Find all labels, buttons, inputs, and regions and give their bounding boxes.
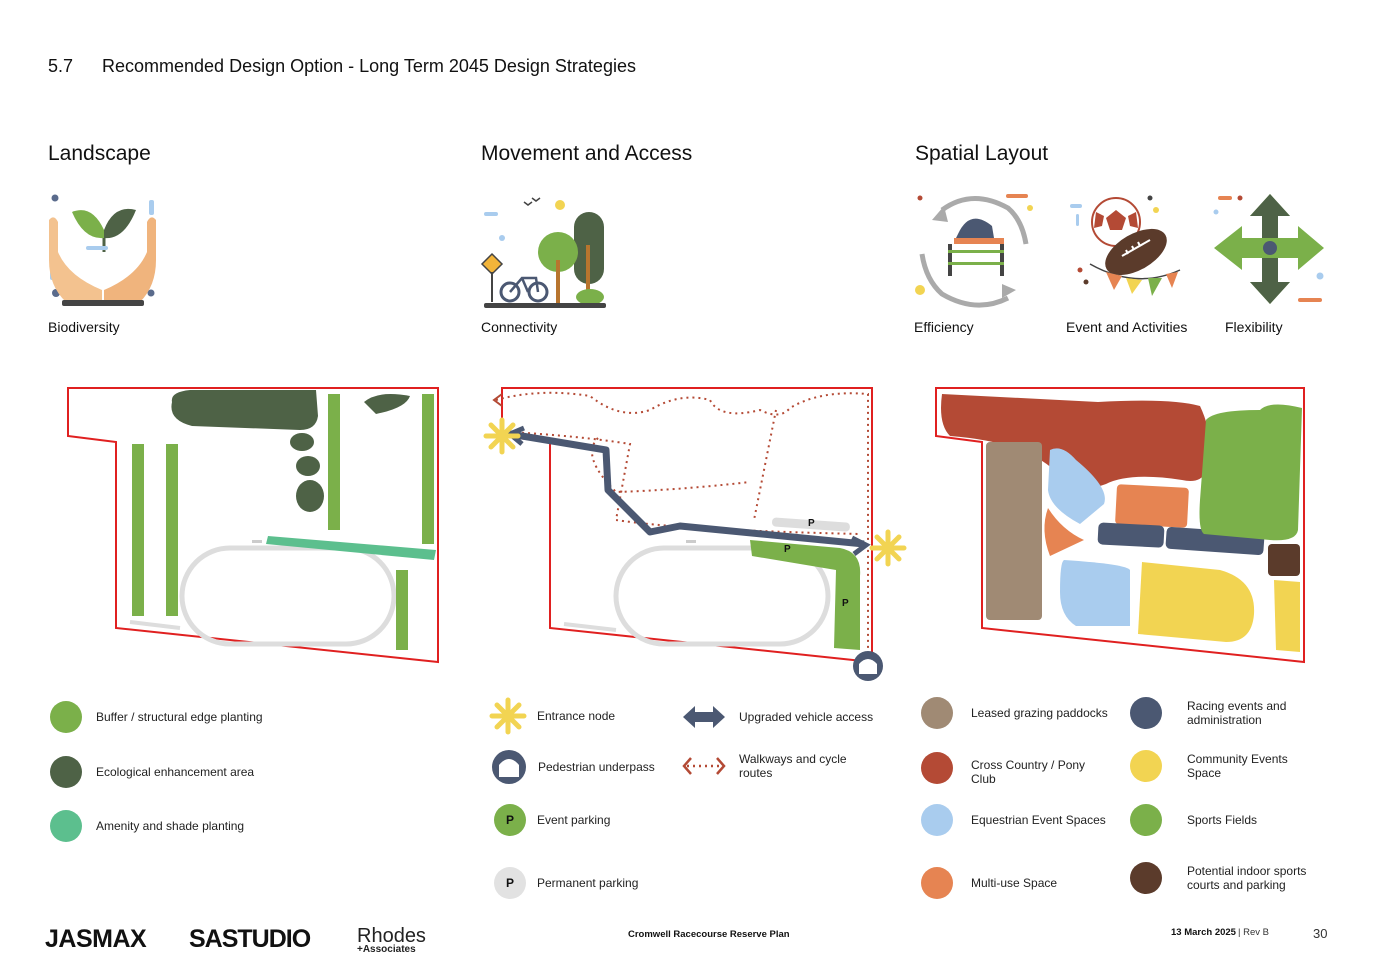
legend-grazing: Leased grazing paddocks [921,697,1108,729]
spatial-map [935,387,1305,664]
four-arrows-icon [1213,194,1324,304]
planting-strip [132,444,144,616]
footer-date: 13 March 2025 [1171,927,1236,938]
bicycle-trees-icon [480,197,606,308]
walkway-routes [495,391,869,670]
spatial-title: Spatial Layout [915,142,1049,165]
movement-map: P P P [483,387,907,681]
planting-strip [166,444,178,616]
hands-leaves-icon [49,194,156,306]
legend-entrance-node: Entrance node [489,697,615,735]
parking-label: P [842,598,849,609]
zone-community-events [1274,580,1300,652]
legend-equestrian: Equestrian Event Spaces [921,804,1106,836]
double-arrow-icon [683,706,725,728]
zone-cross-country [941,394,1210,488]
ecological-area [364,394,410,414]
planting-strip [328,394,340,530]
legend-walkways: Walkways and cycle routes [681,752,859,780]
parking-label: P [808,518,815,529]
zone-equestrian [1060,560,1130,626]
entrance-node-icon [489,697,527,735]
legend-ecological-area: Ecological enhancement area [50,756,254,788]
legend-swatch [1130,862,1162,894]
planting-strip [422,394,434,544]
zone-indoor-courts [1268,544,1300,576]
icon-label-efficiency: Efficiency [914,319,974,335]
entrance-node-marker [483,417,521,455]
legend-multi-use: Multi-use Space [921,867,1057,899]
legend-indoor-courts: Potential indoor sports courts and parki… [1130,862,1327,894]
permanent-parking-area [772,517,850,532]
rev-separator: | [1238,927,1244,938]
legend-swatch [50,701,82,733]
parking-label: P [784,544,791,555]
legend-swatch [50,756,82,788]
icon-label-event-activities: Event and Activities [1066,319,1188,335]
icon-label-flexibility: Flexibility [1225,319,1283,335]
legend-swatch [50,810,82,842]
event-parking-area [750,540,861,650]
zone-multi-use [1115,484,1189,528]
legend-swatch [921,867,953,899]
zone-community-events [1138,562,1255,642]
icon-label-connectivity: Connectivity [481,319,558,335]
landscape-title: Landscape [48,142,151,165]
icon-label-biodiversity: Biodiversity [48,319,120,335]
legend-swatch [921,697,953,729]
rhodes-logo: Rhodes [357,925,426,947]
legend-buffer-planting: Buffer / structural edge planting [50,701,263,733]
page-number: 30 [1313,926,1328,941]
racetrack-oval [179,545,397,647]
dotted-double-arrow-icon [682,757,726,775]
zone-equestrian [1048,448,1105,524]
legend-permanent-parking: P Permanent parking [494,867,638,899]
legend-community-events: Community Events Space [1130,750,1307,782]
legend-swatch [921,804,953,836]
ecological-area [171,390,318,430]
underpass-marker [853,651,883,681]
jasmax-logo: JASMAX [45,925,147,953]
legend-amenity-planting: Amenity and shade planting [50,810,244,842]
movement-title: Movement and Access [481,142,693,165]
legend-underpass: Pedestrian underpass [491,749,655,785]
landscape-map [67,387,439,664]
legend-swatch [1130,750,1162,782]
legend-swatch [921,752,953,784]
legend-upgraded-access: Upgraded vehicle access [681,704,873,730]
legend-sports-fields: Sports Fields [1130,804,1257,836]
planting-strip [396,570,408,650]
legend-racing: Racing events and administration [1130,697,1307,729]
plan-name: Cromwell Racecourse Reserve Plan [628,929,790,940]
rev-text: Rev B [1243,927,1269,938]
entrance-node-marker [869,529,907,567]
footer-rev: | Rev B [1238,927,1269,938]
legend-cross-country: Cross Country / Pony Club [921,750,1101,786]
section-number: 5.7 [48,56,74,76]
rhodes-logo-sub: +Associates [357,944,416,955]
zone-grazing [986,442,1042,620]
cycle-helmet-icon [915,194,1033,308]
zone-racing [1097,522,1165,548]
balls-bunting-icon [1070,195,1181,296]
sastudio-logo: SASTUDIO [189,925,311,953]
amenity-planting [266,536,436,560]
event-parking-icon: P [494,804,526,836]
legend-swatch [1130,697,1162,729]
underpass-icon [492,750,526,784]
legend-event-parking: P Event parking [494,804,610,836]
permanent-parking-icon: P [494,867,526,899]
page-title: Recommended Design Option - Long Term 20… [102,56,636,76]
vehicle-access-route [509,430,865,548]
zone-sports-fields [1199,404,1302,541]
legend-swatch [1130,804,1162,836]
zone-multi-use [1044,508,1084,556]
